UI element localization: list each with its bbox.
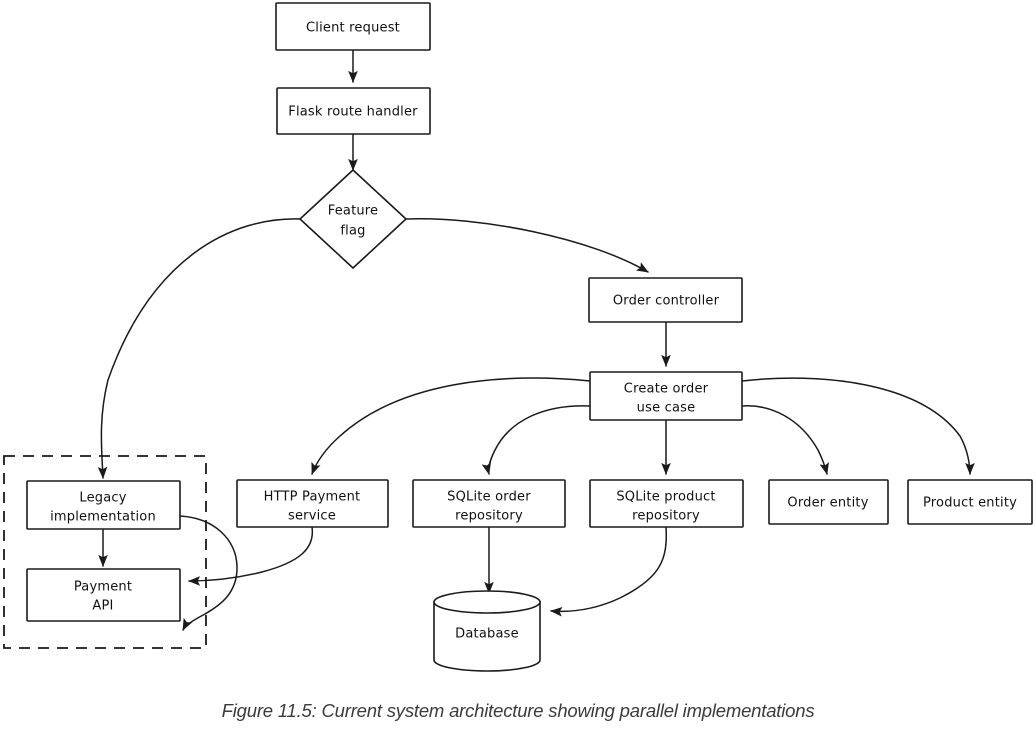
node-sqlite-product-repository[interactable]: SQLite product repository — [589, 479, 744, 528]
edges-layer — [97, 49, 975, 631]
node-client-request-label: Client request — [306, 21, 400, 36]
node-sqlite-order-repository-label-line1: SQLite order — [447, 490, 531, 505]
edge-sqlite-product-to-database — [550, 526, 668, 617]
edge-legacy-to-database — [179, 515, 238, 631]
figure-caption: Figure 11.5: Current system architecture… — [221, 700, 815, 721]
edge-use-case-to-http-payment — [311, 377, 591, 475]
node-sqlite-product-repository-label-line2: repository — [632, 509, 700, 524]
nodes-layer: Client request Flask route handler Featu… — [26, 2, 1033, 672]
node-legacy-implementation-label-line2: implementation — [50, 510, 156, 525]
node-product-entity-label: Product entity — [923, 496, 1017, 511]
node-order-controller[interactable]: Order controller — [588, 277, 743, 323]
node-database[interactable]: Database — [433, 590, 541, 672]
node-flask-route-handler[interactable]: Flask route handler — [276, 87, 431, 135]
edge-feature-flag-to-order-controller — [405, 217, 649, 273]
legacy-group-boundary — [3, 455, 207, 649]
node-sqlite-order-repository-label-line2: repository — [455, 509, 523, 524]
node-feature-flag-label-line2: flag — [340, 224, 365, 239]
node-feature-flag-label-line1: Feature — [328, 204, 379, 219]
node-legacy-implementation[interactable]: Legacy implementation — [26, 480, 181, 530]
edge-use-case-to-order-entity — [741, 405, 829, 475]
node-http-payment-service-label-line1: HTTP Payment — [264, 490, 361, 505]
node-http-payment-service[interactable]: HTTP Payment service — [236, 479, 389, 528]
node-database-label: Database — [455, 627, 519, 642]
edge-use-case-to-product-entity — [741, 377, 975, 475]
edge-use-case-to-sqlite-order — [481, 405, 591, 475]
node-order-entity-label: Order entity — [787, 496, 868, 511]
node-create-order-use-case-label-line2: use case — [637, 401, 696, 416]
node-feature-flag[interactable]: Feature flag — [298, 168, 408, 270]
node-http-payment-service-label-line2: service — [288, 509, 336, 524]
edge-http-payment-to-payment-api — [188, 526, 314, 586]
node-product-entity[interactable]: Product entity — [907, 479, 1033, 525]
node-create-order-use-case-label-line1: Create order — [624, 382, 709, 397]
node-legacy-implementation-label-line1: Legacy — [79, 491, 126, 506]
node-sqlite-order-repository[interactable]: SQLite order repository — [412, 479, 566, 528]
node-payment-api-label-line1: Payment — [74, 580, 132, 595]
node-payment-api-label-line2: API — [92, 599, 113, 614]
node-order-controller-label: Order controller — [613, 294, 720, 309]
edge-feature-flag-to-legacy — [97, 218, 303, 479]
node-client-request[interactable]: Client request — [275, 2, 431, 51]
node-flask-route-handler-label: Flask route handler — [288, 105, 418, 120]
node-sqlite-product-repository-label-line1: SQLite product — [616, 490, 715, 505]
node-order-entity[interactable]: Order entity — [768, 479, 889, 525]
node-create-order-use-case[interactable]: Create order use case — [589, 371, 743, 421]
node-payment-api[interactable]: Payment API — [26, 568, 181, 622]
